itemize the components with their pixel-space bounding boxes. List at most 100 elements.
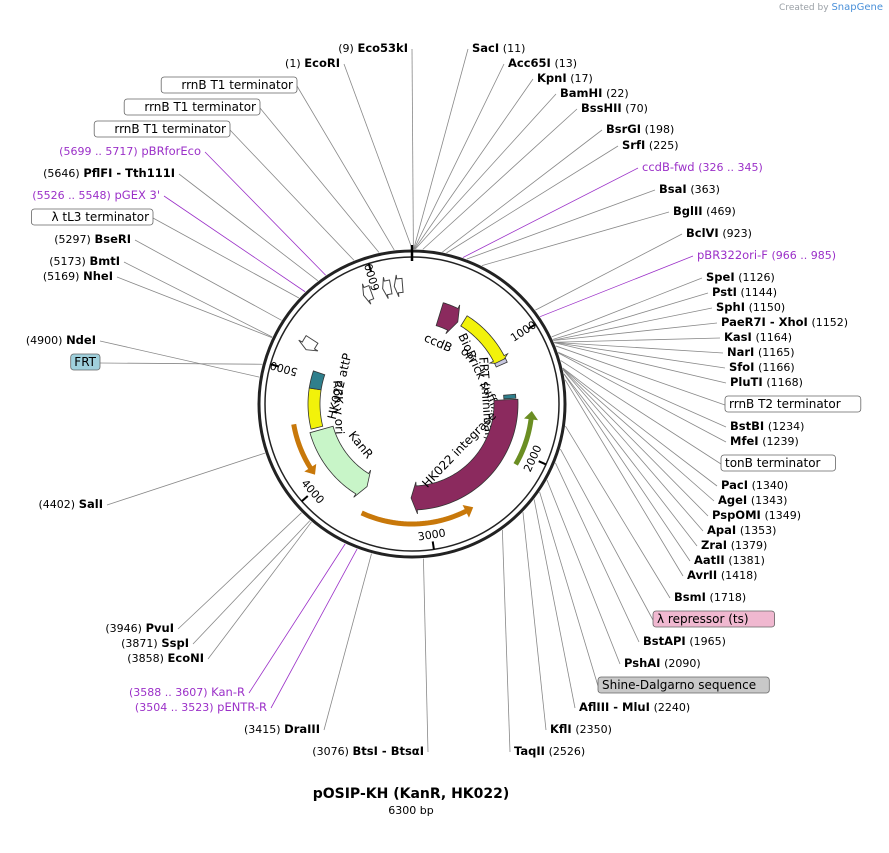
- leader-line: [522, 512, 547, 731]
- site-label-feature-box[interactable]: rrnB T1 terminator: [93, 120, 231, 138]
- site-position: (1379): [731, 539, 768, 552]
- site-label-text: (5173) BmtI: [49, 254, 120, 268]
- site-label-enzyme[interactable]: SpeI (1126): [706, 270, 775, 284]
- site-label-enzyme[interactable]: BsrGI (198): [606, 122, 674, 136]
- site-name: BstBI: [730, 419, 764, 433]
- site-label-feature-box[interactable]: rrnB T2 terminator: [724, 395, 862, 413]
- site-label-enzyme[interactable]: KpnI (17): [537, 71, 593, 85]
- site-name: pBRforEco: [141, 144, 201, 158]
- site-label-text: Acc65I (13): [508, 56, 577, 70]
- site-label-enzyme[interactable]: AvrII (1418): [687, 568, 757, 582]
- site-label-enzyme[interactable]: KasI (1164): [724, 330, 792, 344]
- site-label-primer[interactable]: pBR322ori-F (966 .. 985): [697, 248, 836, 262]
- leader-line: [535, 233, 683, 311]
- site-position: (3871): [121, 637, 158, 650]
- site-label-enzyme[interactable]: PaeR7I - XhoI (1152): [721, 315, 848, 329]
- site-label-enzyme[interactable]: (5173) BmtI: [49, 254, 120, 268]
- site-label-enzyme[interactable]: BsaI (363): [659, 182, 720, 196]
- site-label-enzyme[interactable]: PstI (1144): [712, 285, 777, 299]
- site-label-enzyme[interactable]: BamHI (22): [560, 86, 629, 100]
- site-label-enzyme[interactable]: BclVI (923): [686, 226, 752, 240]
- site-label-feature-box[interactable]: λ repressor (ts): [652, 610, 775, 628]
- site-label-enzyme[interactable]: BstBI (1234): [730, 419, 804, 433]
- site-label-enzyme[interactable]: (5169) NheI: [43, 269, 113, 283]
- site-label-enzyme[interactable]: (3858) EcoNI: [127, 651, 204, 665]
- site-position: (1353): [740, 524, 777, 537]
- site-label-enzyme[interactable]: SrfI (225): [622, 138, 679, 152]
- site-label-enzyme[interactable]: BglII (469): [673, 204, 736, 218]
- site-position: (5646): [43, 167, 80, 180]
- site-label-enzyme[interactable]: BssHII (70): [581, 101, 648, 115]
- site-name: BsaI: [659, 182, 687, 196]
- site-label-enzyme[interactable]: NarI (1165): [727, 345, 795, 359]
- site-label-primer[interactable]: (3504 .. 3523) pENTR-R: [135, 700, 267, 714]
- site-label-enzyme[interactable]: (4402) SalI: [39, 497, 104, 511]
- site-label-enzyme[interactable]: PluTI (1168): [730, 375, 803, 389]
- tick-mark: [431, 541, 435, 550]
- leader-line: [414, 78, 534, 250]
- site-label-enzyme[interactable]: BstAPI (1965): [643, 634, 726, 648]
- site-label-enzyme[interactable]: (5297) BseRI: [54, 232, 131, 246]
- site-label-feature-box[interactable]: tonB terminator: [720, 454, 836, 472]
- feature-r6k-ori-arrow: [307, 387, 324, 430]
- site-label-enzyme[interactable]: BsmI (1718): [674, 590, 746, 604]
- site-label-enzyme[interactable]: PshAI (2090): [624, 656, 701, 670]
- site-label-enzyme[interactable]: ZraI (1379): [701, 538, 767, 552]
- site-label-enzyme[interactable]: PspOMI (1349): [712, 508, 801, 522]
- leader-line: [423, 558, 429, 753]
- site-label-enzyme[interactable]: (5646) PflFI - Tth111I: [43, 166, 175, 180]
- feature-box: [720, 454, 836, 472]
- leader-line: [554, 342, 726, 369]
- site-position: (1343): [751, 494, 788, 507]
- site-position: (17): [570, 72, 593, 85]
- feature-box: [597, 676, 770, 694]
- site-name: BmtI: [89, 254, 120, 268]
- site-label-text: (3858) EcoNI: [127, 651, 204, 665]
- site-label-primer[interactable]: ccdB-fwd (326 .. 345): [642, 160, 763, 174]
- site-label-enzyme[interactable]: AgeI (1343): [718, 493, 787, 507]
- leader-line: [207, 521, 312, 660]
- site-label-enzyme[interactable]: AatII (1381): [694, 553, 765, 567]
- site-label-enzyme[interactable]: AflIII - MluI (2240): [579, 700, 690, 714]
- site-position: (1166): [758, 361, 795, 374]
- site-label-enzyme[interactable]: TaqII (2526): [514, 744, 585, 758]
- site-label-enzyme[interactable]: SacI (11): [472, 41, 525, 55]
- site-name: BsrGI: [606, 122, 641, 136]
- tick-label: 1000: [508, 318, 539, 344]
- site-label-enzyme[interactable]: (9) Eco53kI: [338, 41, 408, 55]
- site-name: AvrII: [687, 568, 717, 582]
- site-label-enzyme[interactable]: PacI (1340): [721, 478, 788, 492]
- site-label-text: PspOMI (1349): [712, 508, 801, 522]
- feature-kanr-arrow: [309, 425, 372, 498]
- site-label-enzyme[interactable]: SphI (1150): [716, 300, 785, 314]
- leader-line: [555, 345, 726, 406]
- site-position: (9): [338, 42, 354, 55]
- site-label-enzyme[interactable]: MfeI (1239): [730, 434, 799, 448]
- site-label-feature-box[interactable]: FRT: [70, 353, 101, 371]
- site-label-text: (9) Eco53kI: [338, 41, 408, 55]
- site-label-feature-box[interactable]: rrnB T1 terminator: [160, 76, 298, 94]
- site-label-enzyme[interactable]: (3076) BtsI - BtsαI: [312, 744, 424, 758]
- site-label-feature-box[interactable]: λ tL3 terminator: [30, 208, 154, 226]
- site-label-enzyme[interactable]: (4900) NdeI: [26, 333, 96, 347]
- site-label-primer[interactable]: (3588 .. 3607) Kan-R: [129, 685, 245, 699]
- site-label-enzyme[interactable]: Acc65I (13): [508, 56, 577, 70]
- site-name: PstI: [712, 285, 737, 299]
- site-label-feature-box[interactable]: rrnB T1 terminator: [123, 98, 261, 116]
- tick-label: 5000: [269, 358, 299, 378]
- site-label-feature-box[interactable]: Shine-Dalgarno sequence: [597, 676, 770, 694]
- site-label-text: AvrII (1418): [687, 568, 757, 582]
- site-label-enzyme[interactable]: ApaI (1353): [707, 523, 776, 537]
- site-label-enzyme[interactable]: (1) EcoRI: [285, 56, 340, 70]
- site-label-primer[interactable]: (5526 .. 5548) pGEX 3': [32, 188, 160, 202]
- site-label-enzyme[interactable]: (3946) PvuI: [105, 621, 174, 635]
- site-position: (1965): [689, 635, 726, 648]
- site-label-enzyme[interactable]: KflI (2350): [550, 722, 612, 736]
- site-label-enzyme[interactable]: (3415) DraIII: [244, 722, 320, 736]
- site-label-text: (5297) BseRI: [54, 232, 131, 246]
- site-label-enzyme[interactable]: (3871) SspI: [121, 636, 189, 650]
- plasmid-title: pOSIP-KH (KanR, HK022): [312, 786, 510, 802]
- site-label-enzyme[interactable]: SfoI (1166): [729, 360, 795, 374]
- site-label-primer[interactable]: (5699 .. 5717) pBRforEco: [59, 144, 201, 158]
- plasmid-backbone: [257, 245, 567, 559]
